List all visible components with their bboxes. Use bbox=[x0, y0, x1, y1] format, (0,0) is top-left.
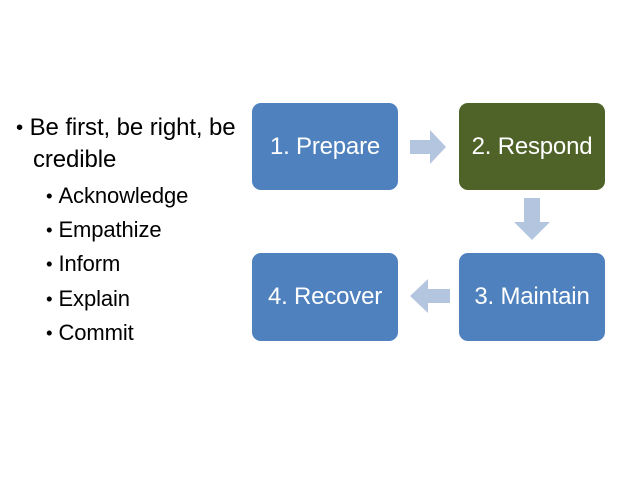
bullet-marker-icon: • bbox=[16, 117, 24, 139]
arrow-right-icon bbox=[410, 130, 446, 164]
bullet-marker-icon: • bbox=[46, 253, 53, 275]
arrow-down-icon bbox=[514, 198, 550, 240]
bullet-marker-icon: • bbox=[46, 219, 53, 241]
bullet-level1-label: Be first, be right, be credible bbox=[29, 114, 236, 174]
bullet-level2-item-explain: • Explain bbox=[46, 283, 241, 314]
bullet-level1-item: • Be first, be right, be credible bbox=[16, 112, 241, 176]
bullet-level2-item-acknowledge: • Acknowledge bbox=[46, 180, 241, 211]
bullet-level2-item-inform: • Inform bbox=[46, 248, 241, 279]
arrow-left-icon bbox=[410, 279, 450, 313]
bullet-level2-item-empathize: • Empathize bbox=[46, 214, 241, 245]
diagram-node-label: 2. Respond bbox=[471, 132, 593, 160]
bullet-level2-label: Inform bbox=[58, 251, 121, 277]
bullet-list: • Be first, be right, be credible • Ackn… bbox=[16, 112, 241, 351]
diagram-node-label: 4. Recover bbox=[267, 283, 383, 310]
bullet-level2-label: Empathize bbox=[58, 217, 162, 243]
bullet-level2-label: Acknowledge bbox=[58, 183, 189, 209]
diagram-node-respond[interactable]: 2. Respond bbox=[459, 103, 605, 190]
diagram-node-label: 3. Maintain bbox=[474, 283, 590, 310]
bullet-marker-icon: • bbox=[46, 321, 53, 343]
diagram-node-label: 1. Prepare bbox=[269, 132, 381, 160]
diagram-node-maintain[interactable]: 3. Maintain bbox=[459, 253, 605, 341]
diagram-node-recover[interactable]: 4. Recover bbox=[252, 253, 398, 341]
bullet-marker-icon: • bbox=[46, 185, 53, 207]
bullet-level2-item-commit: • Commit bbox=[46, 317, 241, 348]
bullet-marker-icon: • bbox=[46, 287, 53, 309]
bullet-level2-label: Commit bbox=[58, 319, 134, 345]
diagram-node-prepare[interactable]: 1. Prepare bbox=[252, 103, 398, 190]
bullet-level2-label: Explain bbox=[58, 285, 130, 311]
